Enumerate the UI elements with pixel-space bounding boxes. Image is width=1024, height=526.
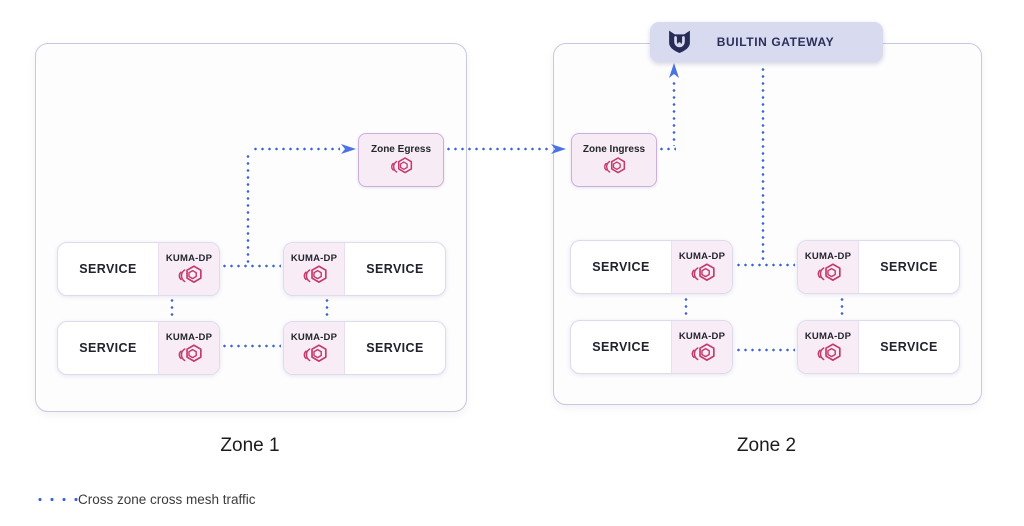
service-label: SERVICE bbox=[880, 340, 938, 354]
legend-label: Cross zone cross mesh traffic bbox=[78, 492, 256, 507]
arrow-into-gateway-icon bbox=[668, 63, 680, 79]
connector-ingress-to-gateway bbox=[672, 80, 676, 146]
service-box-z1-mid-2: SERVICE KUMA-DP bbox=[283, 321, 446, 375]
zone1-caption: Zone 1 bbox=[220, 435, 280, 456]
connector-egress-to-ingress bbox=[445, 147, 548, 151]
kuma-dp-label: KUMA-DP bbox=[804, 251, 852, 262]
service-box-z2-right-1: SERVICE KUMA-DP bbox=[797, 240, 960, 294]
kuma-gateway-icon bbox=[666, 28, 693, 56]
zone-egress-node: Zone Egress bbox=[358, 133, 444, 187]
legend-dotted-line bbox=[34, 497, 80, 502]
kuma-dp-panel: KUMA-DP bbox=[671, 241, 732, 293]
arrow-into-ingress-icon bbox=[551, 143, 567, 155]
service-label: SERVICE bbox=[79, 341, 137, 355]
kuma-dp-label: KUMA-DP bbox=[290, 253, 338, 264]
connector-z2-row2 bbox=[735, 348, 795, 352]
service-label: SERVICE bbox=[592, 260, 650, 274]
kuma-dp-panel: KUMA-DP bbox=[798, 321, 859, 373]
kuma-dp-label: KUMA-DP bbox=[290, 332, 338, 343]
zone-ingress-node: Zone Ingress bbox=[571, 133, 657, 187]
service-box-z2-left-2: SERVICE KUMA-DP bbox=[570, 320, 733, 374]
service-box-z1-mid-1: SERVICE KUMA-DP bbox=[283, 242, 446, 296]
connector-z2-rightcol bbox=[840, 296, 844, 318]
connector-z1-leftcol bbox=[170, 297, 174, 319]
connector-gateway-to-services bbox=[761, 66, 765, 264]
kuma-dp-label: KUMA-DP bbox=[165, 253, 213, 264]
kuma-dp-icon bbox=[814, 262, 843, 285]
connector-z1-midcol bbox=[325, 297, 329, 319]
kuma-dp-icon bbox=[688, 262, 717, 285]
kuma-dp-label: KUMA-DP bbox=[165, 332, 213, 343]
kuma-dp-panel: KUMA-DP bbox=[671, 321, 732, 373]
kuma-dp-icon bbox=[601, 156, 627, 177]
kuma-dp-panel: KUMA-DP bbox=[158, 322, 219, 374]
service-box-z2-left-1: SERVICE KUMA-DP bbox=[570, 240, 733, 294]
service-box-z2-right-2: SERVICE KUMA-DP bbox=[797, 320, 960, 374]
zone-ingress-label: Zone Ingress bbox=[582, 143, 646, 155]
connector-z1-row2 bbox=[221, 344, 281, 348]
kuma-dp-label: KUMA-DP bbox=[804, 331, 852, 342]
connector-z2-leftcol bbox=[684, 296, 688, 318]
connector-egress-riser bbox=[246, 153, 250, 265]
builtin-gateway-node: BUILTIN GATEWAY bbox=[650, 22, 883, 62]
service-label: SERVICE bbox=[880, 260, 938, 274]
service-label: SERVICE bbox=[366, 262, 424, 276]
connector-ingress-out bbox=[658, 147, 676, 151]
kuma-dp-label: KUMA-DP bbox=[678, 251, 726, 262]
service-box-z1-left-2: SERVICE KUMA-DP bbox=[57, 321, 220, 375]
service-label: SERVICE bbox=[79, 262, 137, 276]
connector-z2-row1 bbox=[735, 263, 795, 267]
kuma-dp-panel: KUMA-DP bbox=[798, 241, 859, 293]
connector-to-egress bbox=[252, 147, 340, 151]
kuma-dp-icon bbox=[688, 342, 717, 365]
gateway-label: BUILTIN GATEWAY bbox=[716, 35, 835, 49]
service-label: SERVICE bbox=[592, 340, 650, 354]
kuma-dp-icon bbox=[388, 156, 414, 177]
service-label: SERVICE bbox=[366, 341, 424, 355]
kuma-dp-label: KUMA-DP bbox=[678, 331, 726, 342]
service-box-z1-left-1: SERVICE KUMA-DP bbox=[57, 242, 220, 296]
kuma-dp-icon bbox=[300, 264, 329, 287]
kuma-dp-icon bbox=[814, 342, 843, 365]
connector-z1-row1 bbox=[221, 264, 281, 268]
zone2-caption: Zone 2 bbox=[736, 435, 797, 456]
kuma-dp-panel: KUMA-DP bbox=[284, 243, 345, 295]
kuma-dp-icon bbox=[175, 264, 204, 287]
kuma-dp-panel: KUMA-DP bbox=[284, 322, 345, 374]
kuma-dp-panel: KUMA-DP bbox=[158, 243, 219, 295]
arrow-into-egress-icon bbox=[341, 143, 357, 155]
kuma-dp-icon bbox=[175, 343, 204, 366]
kuma-dp-icon bbox=[300, 343, 329, 366]
zone-egress-label: Zone Egress bbox=[370, 143, 432, 155]
